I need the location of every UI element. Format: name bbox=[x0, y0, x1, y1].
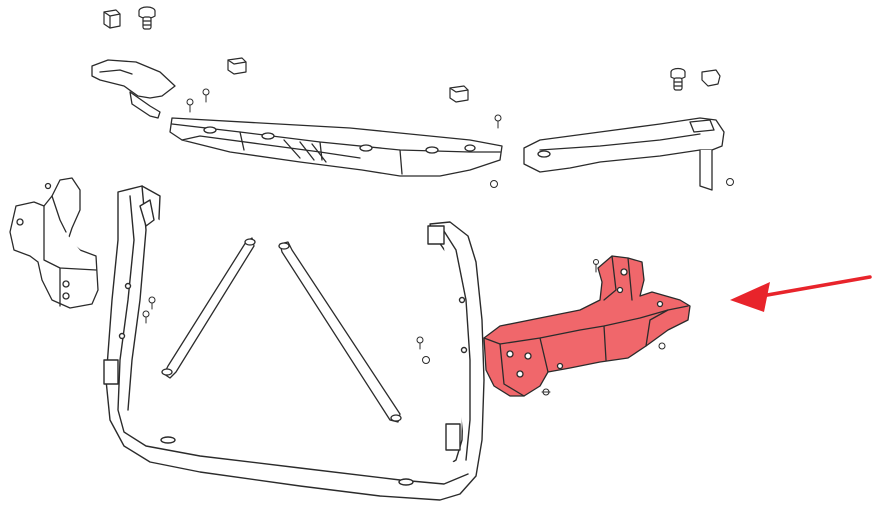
screw-bracket-1 bbox=[593, 259, 599, 273]
screw-upper-1 bbox=[202, 88, 210, 103]
diagonal-brace-right bbox=[278, 241, 402, 423]
nut-frame-4 bbox=[422, 356, 430, 364]
screw-frame-3 bbox=[416, 336, 424, 350]
clip-fastener-top-right bbox=[701, 69, 721, 87]
upper-right-bracket bbox=[523, 117, 725, 191]
radiator-support-frame bbox=[103, 185, 485, 501]
nut-right-1 bbox=[726, 178, 734, 186]
clip-fastener-top-center bbox=[227, 57, 247, 75]
nut-upper-4 bbox=[490, 180, 498, 188]
highlight-arrow bbox=[730, 275, 872, 312]
screw-frame-1 bbox=[148, 296, 156, 310]
bolt-top-right bbox=[670, 67, 686, 91]
nut-bracket-3 bbox=[658, 342, 666, 350]
left-side-bracket bbox=[9, 177, 99, 309]
radiator-support-bracket-right bbox=[483, 255, 691, 397]
upper-crossmember bbox=[91, 59, 503, 177]
screw-bracket-2 bbox=[541, 388, 551, 396]
screw-upper-3 bbox=[494, 114, 502, 129]
clip-fastener-mid bbox=[449, 85, 469, 103]
screw-upper-2 bbox=[186, 98, 194, 113]
clip-fastener-top-left bbox=[103, 9, 121, 29]
bolt-top-left bbox=[138, 6, 156, 30]
screw-frame-2 bbox=[142, 310, 150, 324]
diagonal-brace-left bbox=[161, 237, 256, 379]
